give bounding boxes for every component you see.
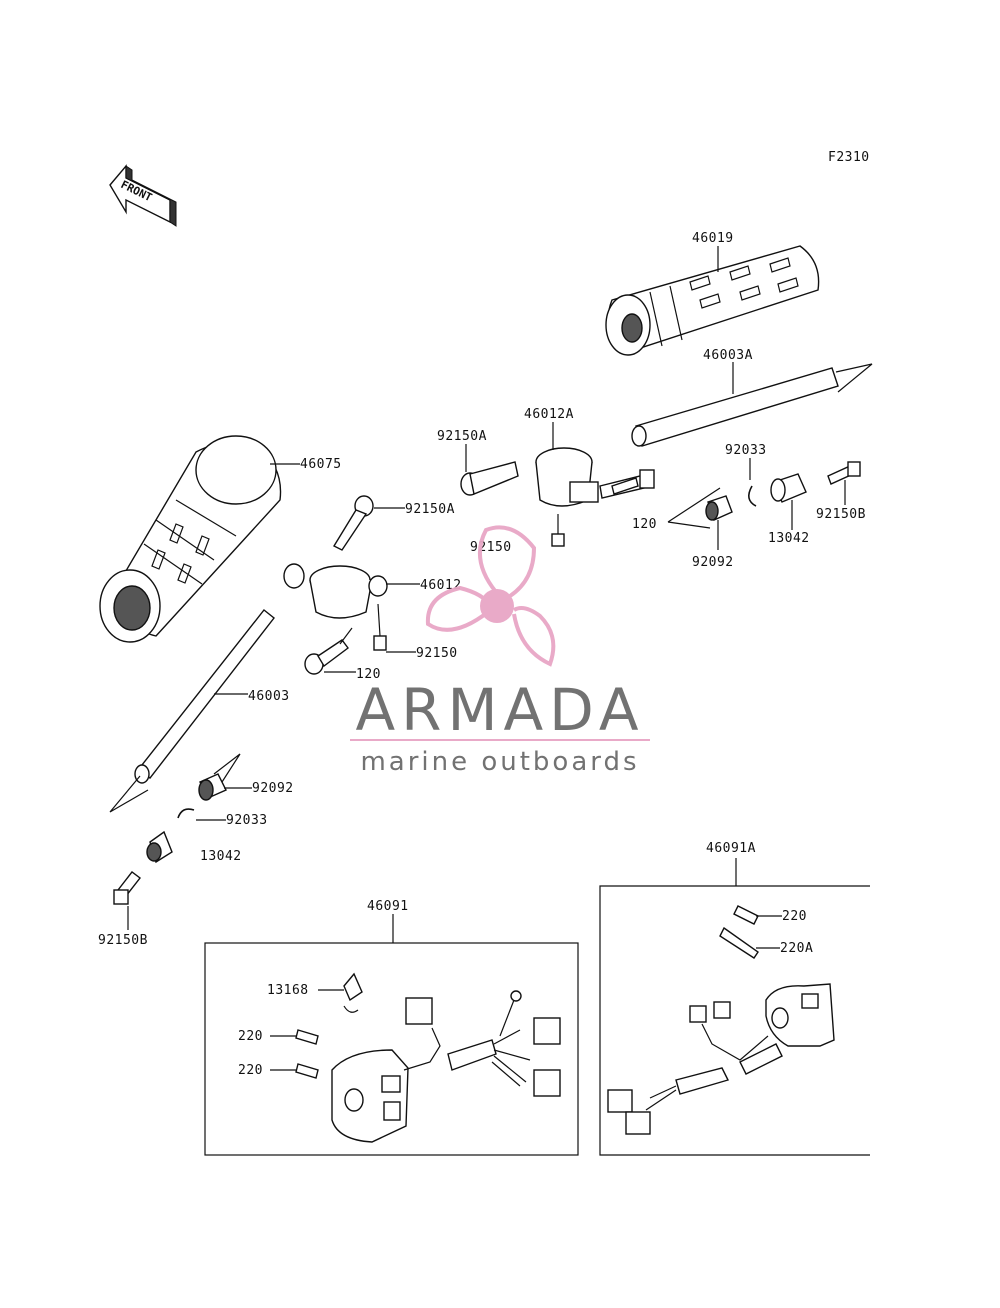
label-92092-right: 92092 <box>692 555 734 570</box>
label-92150-mid: 92150 <box>416 646 458 661</box>
screw-220-b <box>295 1063 319 1079</box>
bolt-92150B-right <box>827 461 861 485</box>
label-92150-top: 92150 <box>470 540 512 555</box>
label-120-mid: 120 <box>356 667 381 682</box>
screw-120-top <box>611 477 639 495</box>
label-92092-left: 92092 <box>252 781 294 796</box>
label-92150B-right: 92150B <box>816 507 866 522</box>
clip-92033-top <box>748 485 757 507</box>
armada-logo: ARMADA marine outboards <box>350 525 650 777</box>
bolt-92150-mid <box>373 603 387 651</box>
label-46091: 46091 <box>367 899 409 914</box>
label-13042-right: 13042 <box>768 531 810 546</box>
right-grip-46019 <box>605 245 820 356</box>
label-92150A-mid: 92150A <box>405 502 455 517</box>
label-220-c: 220 <box>782 909 807 924</box>
bolt-92150B-left <box>113 871 141 905</box>
switch-assembly-box-46091 <box>204 942 579 1156</box>
bolt-92150A-mid <box>333 495 374 551</box>
brand-tagline: marine outboards <box>360 747 639 777</box>
label-13168: 13168 <box>267 983 309 998</box>
screw-220A <box>719 926 759 959</box>
switch-housing-right <box>607 983 835 1135</box>
screw-220-a <box>295 1029 319 1045</box>
label-46075: 46075 <box>300 457 342 472</box>
brand-name: ARMADA <box>355 676 644 744</box>
label-46012A: 46012A <box>524 407 574 422</box>
propeller-hub <box>480 589 514 623</box>
figure-code: F2310 <box>828 150 870 165</box>
screw-120-mid <box>304 627 353 675</box>
switch-housing-left <box>331 990 561 1143</box>
label-220-a: 220 <box>238 1029 263 1044</box>
clamp-46012A <box>535 447 655 507</box>
clip-92033-left <box>177 808 195 819</box>
label-46019: 46019 <box>692 231 734 246</box>
label-92150B-left: 92150B <box>98 933 148 948</box>
weight-92092-right <box>705 495 733 521</box>
propeller-icon <box>425 525 556 667</box>
weight-13042-right <box>770 473 807 503</box>
label-92033-left: 92033 <box>226 813 268 828</box>
weight-13042-left <box>146 830 173 864</box>
label-220A: 220A <box>780 941 813 956</box>
front-arrow-icon: FRONT <box>109 164 177 227</box>
screw-220-c <box>733 905 759 925</box>
clip-13168 <box>343 972 363 1013</box>
label-13042-left: 13042 <box>200 849 242 864</box>
label-46003A: 46003A <box>703 348 753 363</box>
switch-assembly-box-46091A <box>599 885 870 1156</box>
right-pipe-46003A <box>631 363 873 447</box>
left-pipe-46003 <box>109 609 275 813</box>
bolt-92150A-top <box>460 461 519 496</box>
label-46003: 46003 <box>248 689 290 704</box>
label-92150A-top: 92150A <box>437 429 487 444</box>
label-46091A: 46091A <box>706 841 756 856</box>
label-220-b: 220 <box>238 1063 263 1078</box>
label-92033-top: 92033 <box>725 443 767 458</box>
bolt-92150-top <box>551 514 565 547</box>
label-120-top: 120 <box>632 517 657 532</box>
left-grip-46075 <box>99 435 282 643</box>
weight-92092-left <box>198 753 241 801</box>
clamp-46012 <box>283 563 388 619</box>
